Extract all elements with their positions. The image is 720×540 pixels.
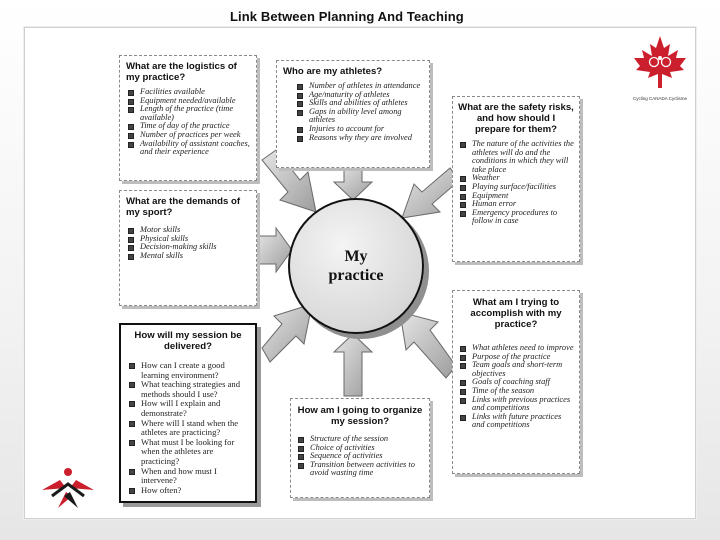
delivered-list: How can I create a good learning environ…	[127, 360, 249, 496]
list-item: What must I be looking for when the athl…	[127, 437, 249, 467]
list-item: Availability of assistant coaches, and t…	[126, 139, 250, 157]
cycling-canada-logo: Cycling CANADA Cyclisme	[630, 34, 690, 101]
list-item: Emergency procedures to follow in case	[458, 208, 574, 226]
list-item: Transition between activities to avoid w…	[296, 460, 424, 478]
delivered-heading: How will my session be delivered?	[134, 330, 242, 352]
list-item: Number of athletes in attendance	[295, 81, 423, 91]
safety-heading: What are the safety risks, and how shoul…	[458, 102, 574, 135]
list-item: Time of day of the practice	[126, 122, 250, 131]
accomplish-box: What am I trying to accomplish with my p…	[452, 290, 580, 474]
list-item: How will I explain and demonstrate?	[127, 399, 249, 418]
arrow-icon	[261, 303, 313, 363]
list-item: Equipment	[458, 191, 574, 201]
demands-list: Motor skills Physical skills Decision-ma…	[126, 225, 250, 261]
safety-box: What are the safety risks, and how shoul…	[452, 96, 580, 262]
list-item: Injuries to account for	[295, 124, 423, 134]
safety-list: The nature of the activities the athlete…	[458, 139, 574, 226]
demands-box: What are the demands of my sport? Motor …	[119, 190, 257, 306]
organize-box: How am I going to organize my session? S…	[290, 398, 430, 498]
list-item: Weather	[458, 174, 574, 183]
list-item: How can I create a good learning environ…	[127, 360, 249, 380]
maple-leaf-icon	[634, 36, 686, 88]
delivered-box: How will my session be delivered? How ca…	[119, 323, 257, 503]
arrow-icon	[399, 311, 457, 379]
athletes-box: Who are my athletes? Number of athletes …	[276, 60, 430, 168]
organize-list: Structure of the session Choice of activ…	[296, 434, 424, 478]
list-item: Mental skills	[126, 251, 250, 261]
list-item: The nature of the activities the athlete…	[458, 139, 574, 174]
organize-heading: How am I going to organize my session?	[297, 405, 423, 427]
list-item: Time of the season	[458, 386, 574, 396]
list-item: Physical skills	[126, 234, 250, 244]
ncc-logo	[38, 466, 98, 512]
athletes-heading: Who are my athletes?	[283, 66, 383, 77]
logistics-box: What are the logistics of my practice? F…	[119, 55, 257, 181]
my-practice-label: My practice	[328, 248, 384, 284]
list-item: When and how must I intervene?	[127, 466, 249, 486]
list-item: Purpose of the practice	[458, 352, 574, 362]
list-item: Decision-making skills	[126, 243, 250, 252]
list-item: What athletes need to improve	[458, 343, 574, 353]
athletes-list: Number of athletes in attendance Age/mat…	[283, 81, 423, 143]
list-item: Goals of coaching staff	[458, 378, 574, 387]
list-item: Motor skills	[126, 225, 250, 235]
list-item: Reasons why they are involved	[295, 133, 423, 143]
accomplish-list: What athletes need to improve Purpose of…	[458, 343, 574, 430]
list-item: Age/maturity of athletes	[295, 90, 423, 100]
ncc-logo-icon	[42, 468, 94, 508]
arrow-icon	[332, 333, 374, 397]
list-item: Human error	[458, 200, 574, 209]
list-item: Gaps in ability level among athletes	[295, 107, 423, 125]
arrow-icon	[332, 167, 374, 201]
list-item: Length of the practice (time available)	[126, 104, 250, 122]
list-item: Number of practices per week	[126, 130, 250, 140]
list-item: Team goals and short-term objectives	[458, 360, 574, 378]
demands-heading: What are the demands of my sport?	[126, 196, 241, 218]
list-item: Links with previous practices and compet…	[458, 395, 574, 413]
arrow-icon	[257, 226, 293, 274]
list-item: Facilities available	[126, 87, 250, 97]
logistics-list: Facilities available Equipment needed/av…	[126, 87, 250, 157]
list-item: Links with future practices and competit…	[458, 412, 574, 430]
list-item: Sequence of activities	[296, 452, 424, 461]
list-item: Playing surface/facilities	[458, 182, 574, 192]
accomplish-heading: What am I trying to accomplish with my p…	[470, 297, 562, 330]
list-item: Structure of the session	[296, 434, 424, 444]
list-item: Where will I stand when the athletes are…	[127, 418, 249, 438]
list-item: How often?	[127, 485, 249, 496]
logo-caption: Cycling CANADA Cyclisme	[632, 96, 687, 101]
list-item: What teaching strategies and methods sho…	[127, 379, 249, 399]
logistics-heading: What are the logistics of my practice?	[126, 61, 237, 83]
my-practice-circle: My practice	[288, 198, 424, 334]
page-title: Link Between Planning And Teaching	[230, 9, 464, 24]
list-item: Skills and abilities of athletes	[295, 99, 423, 108]
list-item: Choice of activities	[296, 443, 424, 453]
list-item: Equipment needed/available	[126, 96, 250, 106]
